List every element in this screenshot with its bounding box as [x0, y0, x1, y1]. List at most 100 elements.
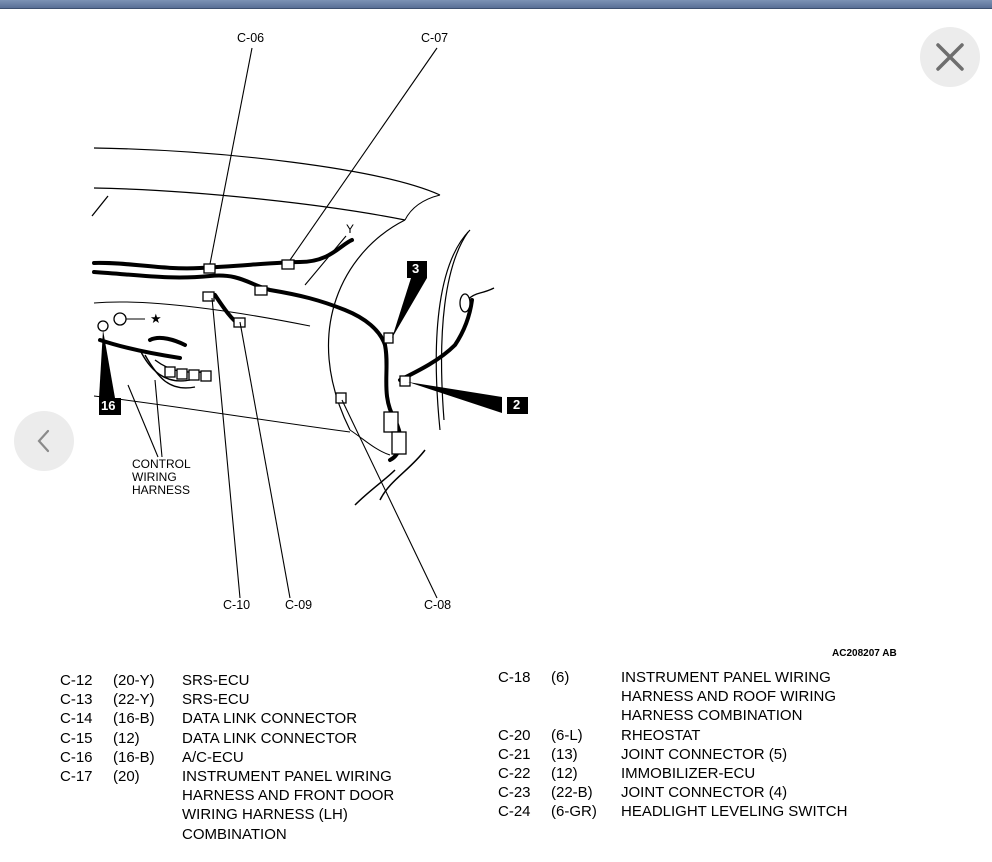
connector-id: C-13 [60, 691, 93, 709]
connector-description: DATA LINK CONNECTOR [182, 710, 358, 728]
connector-pins [551, 706, 621, 725]
connector-pins: (6-L) [551, 726, 583, 744]
dashboard-lower-edge [93, 301, 311, 327]
connector-description: HARNESS COMBINATION [621, 707, 803, 725]
legend-row: C-20 (6-L) RHEOSTAT [498, 726, 847, 745]
harness-right [398, 298, 474, 382]
legend-row: C-21 (13) JOINT CONNECTOR (5) [498, 745, 847, 764]
connector-id: C-12 [60, 672, 93, 689]
connector-pins [113, 786, 182, 805]
box-16-label: 16 [101, 398, 116, 413]
legend-row: C-18 (6) INSTRUMENT PANEL WIRING [498, 668, 847, 687]
connector-2 [399, 375, 411, 387]
connector-description: COMBINATION [182, 825, 287, 843]
dashboard-outline-upper [93, 187, 406, 221]
chevron-left-icon [37, 429, 50, 453]
connector-pins [113, 825, 182, 844]
legend-row: C-17 (20) INSTRUMENT PANEL WIRING [60, 767, 394, 786]
connector-pins [113, 805, 182, 824]
connector-description: DATA LINK CONNECTOR [182, 729, 358, 747]
legend-row: C-12 (20-Y) SRS-ECU [60, 671, 394, 690]
legend-row: C-13 (22-Y) SRS-ECU [60, 690, 394, 709]
legend-row: C-16 (16-B) A/C-ECU [60, 748, 394, 767]
control-label-line3: HARNESS [132, 483, 191, 497]
star-icon: ★ [150, 311, 162, 326]
connector-description: INSTRUMENT PANEL WIRING [182, 768, 392, 786]
connector-pins: (13) [551, 745, 578, 763]
connector-pins: (16-B) [113, 710, 155, 728]
connector-id: C-24 [498, 803, 531, 821]
connector-id: C-23 [498, 784, 531, 802]
close-button[interactable] [920, 27, 980, 87]
control-wiring-harness-label: CONTROL WIRING HARNESS [132, 458, 191, 497]
connector-id [60, 805, 113, 824]
dashboard-outline-top [93, 147, 441, 196]
connector-description: IMMOBILIZER-ECU [621, 765, 756, 783]
box-3-label: 3 [412, 261, 420, 276]
legend-row: HARNESS COMBINATION [498, 706, 847, 725]
control-label-line1: CONTROL [132, 457, 191, 471]
connector-id: C-20 [498, 726, 531, 744]
connector-pins: (12) [551, 765, 578, 783]
figure-code: AC208207 AB [832, 648, 897, 659]
connector-pins: (12) [113, 729, 140, 747]
connector-id [60, 825, 113, 844]
connector-id: C-21 [498, 745, 531, 763]
callout-2-wedge [408, 382, 502, 413]
callout-16-wedge [99, 330, 115, 398]
connector-c08 [335, 392, 347, 404]
box-2 [507, 397, 528, 414]
label-c09: C-09 [285, 598, 313, 612]
previous-button[interactable] [14, 411, 74, 471]
connector-description: HARNESS AND ROOF WIRING [621, 688, 837, 706]
connector-c09 [233, 317, 246, 328]
connector-pins: (20) [113, 768, 140, 786]
legend-row: HARNESS AND ROOF WIRING [498, 687, 847, 706]
connector-pins: (6) [551, 669, 570, 686]
connector-id: C-15 [60, 729, 93, 747]
connector-c10 [202, 291, 215, 302]
connector-c06 [203, 263, 216, 274]
connector-pins: (20-Y) [113, 672, 155, 689]
connector-pins: (22-Y) [113, 691, 155, 709]
connector-id [60, 786, 113, 805]
connector-id [498, 706, 551, 725]
box-3 [407, 261, 427, 278]
connector-description: WIRING HARNESS (LH) [182, 806, 348, 824]
connector-y [254, 285, 268, 296]
connector-description: HEADLIGHT LEVELING SWITCH [621, 803, 848, 821]
top-bar [0, 0, 992, 9]
connector-description: SRS-ECU [182, 672, 250, 689]
connector-description: INSTRUMENT PANEL WIRING [621, 669, 831, 686]
connector-id [498, 687, 551, 706]
main-harness-mid [92, 270, 387, 347]
label-c06: C-06 [237, 31, 265, 45]
connector-description: A/C-ECU [182, 748, 244, 766]
connector-pins: (16-B) [113, 748, 155, 766]
connector-id: C-22 [498, 765, 531, 783]
connector-description: JOINT CONNECTOR (4) [621, 784, 788, 802]
control-label-line2: WIRING [132, 470, 177, 484]
connector-pins: (6-GR) [551, 803, 597, 821]
connector-c07 [281, 259, 295, 270]
connector-id: C-18 [498, 669, 531, 686]
connector-description: RHEOSTAT [621, 726, 701, 744]
connector-description: HARNESS AND FRONT DOOR [182, 787, 395, 805]
legend-right: C-18 (6) INSTRUMENT PANEL WIRING HARNESS AN… [498, 668, 847, 822]
legend-row: WIRING HARNESS (LH) [60, 805, 394, 824]
legend-row: COMBINATION [60, 825, 394, 844]
close-icon [936, 43, 964, 71]
connector-id: C-16 [60, 748, 93, 766]
main-harness-upper [92, 238, 354, 271]
label-c08: C-08 [424, 598, 452, 612]
connector-description: SRS-ECU [182, 691, 250, 709]
legend-row: C-24 (6-GR) HEADLIGHT LEVELING SWITCH [498, 802, 847, 821]
connector-pins [551, 687, 621, 706]
legend-row: C-14(16-B)DATA LINK CONNECTOR [60, 709, 394, 728]
connector-3 [383, 332, 394, 344]
label-c10: C-10 [223, 598, 251, 612]
connector-id: C-17 [60, 768, 93, 786]
connector-description: JOINT CONNECTOR (5) [621, 745, 788, 763]
